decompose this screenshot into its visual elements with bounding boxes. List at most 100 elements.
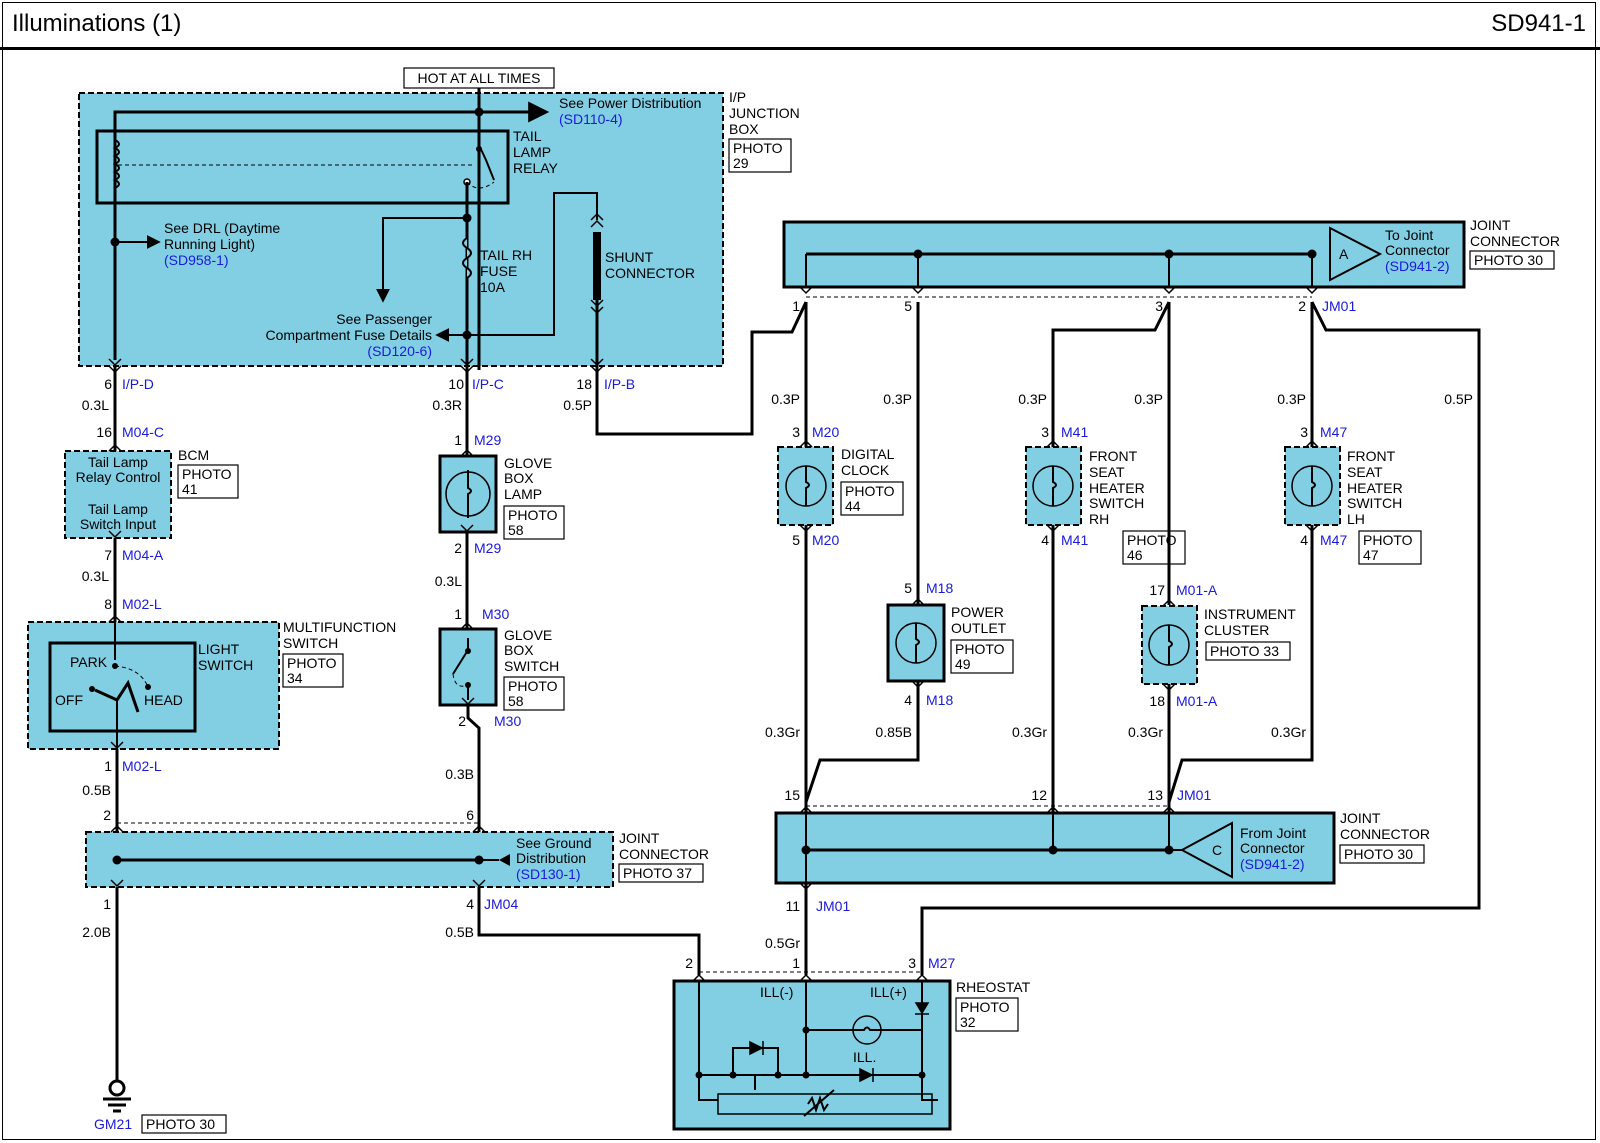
rh-wire-label: 0.3P <box>1018 391 1047 407</box>
outlet-pin-bot: 4 <box>904 692 912 708</box>
light-switch <box>48 641 197 733</box>
jbox-name-1: I/P <box>729 89 746 105</box>
joint-bottom-pin12: 12 <box>1031 787 1047 803</box>
joint-top-photo: PHOTO 30 <box>1474 252 1543 268</box>
joint-top-to-3: (SD941-2) <box>1385 258 1450 274</box>
switch-park-label: PARK <box>70 654 108 670</box>
ipc-pin: 10 <box>448 376 464 392</box>
lh-filament <box>1311 466 1316 506</box>
rheostat-node-1 <box>695 1071 703 1079</box>
joint-bottom-conn: JM01 <box>1177 787 1211 803</box>
bcm-text-2: Relay Control <box>76 469 161 485</box>
power-dist-junction <box>474 107 484 117</box>
rheostat-node-4 <box>802 1071 810 1079</box>
lh-name-3: HEATER <box>1347 480 1403 496</box>
drl-label-1: See DRL (Daytime <box>164 220 280 236</box>
rheostat-diode-3-icon <box>859 1067 874 1083</box>
fuse-name-1: TAIL RH <box>480 247 532 263</box>
rh-name-4: SWITCH <box>1089 495 1144 511</box>
rh-name-3: HEATER <box>1089 480 1145 496</box>
lh-conn-bot: M47 <box>1320 532 1347 548</box>
ic-name-2: CLUSTER <box>1204 622 1269 638</box>
ground-jc-photo: PHOTO 37 <box>623 865 692 881</box>
left-wire3-label: 0.5B <box>82 782 111 798</box>
ic-conn-bot: M01-A <box>1176 693 1218 709</box>
rheostat-ill: ILL. <box>853 1049 876 1065</box>
joint-top-tri-letter: A <box>1339 246 1349 262</box>
joint-bottom-from-3: (SD941-2) <box>1240 856 1305 872</box>
hot-at-all-times-label: HOT AT ALL TIMES <box>418 70 541 86</box>
rheostat-node-2 <box>729 1071 737 1079</box>
outlet-wire-bot-label: 0.85B <box>875 724 912 740</box>
tail-rh-fuse-icon <box>462 237 472 279</box>
clock-name-2: CLOCK <box>841 462 890 478</box>
m04c-pin: 16 <box>96 424 112 440</box>
ipb-wire <box>595 301 808 436</box>
rh-name-1: FRONT <box>1089 448 1138 464</box>
rh-photo-box <box>1122 530 1186 565</box>
lamp-name-3: LAMP <box>504 486 542 502</box>
switch-name-2: BOX <box>504 642 534 658</box>
ipb-wire-label: 0.5P <box>563 397 592 413</box>
rh-filament <box>1052 466 1057 506</box>
drl-label-2: Running Light) <box>164 236 255 252</box>
m02l-pin-top: 8 <box>104 596 112 612</box>
right-wire-label: 0.5P <box>1444 391 1473 407</box>
jm04-pin: 4 <box>466 896 474 912</box>
ground-joint-dot-left <box>112 855 122 865</box>
joint-bottom-name-2: CONNECTOR <box>1340 826 1430 842</box>
shunt-connector <box>593 232 601 300</box>
passenger-label-1: See Passenger <box>336 311 432 327</box>
rheostat-resistor-zigzag-icon <box>803 1089 835 1117</box>
switch-photo-2: 58 <box>508 693 524 709</box>
ic-photo: PHOTO 33 <box>1210 643 1279 659</box>
fuse-name-2: FUSE <box>480 263 517 279</box>
clock-conn-bot: M20 <box>812 532 839 548</box>
jm04-conn: JM04 <box>484 896 518 912</box>
joint-bottom-photo-box <box>1339 844 1425 864</box>
joint-top-to-2: Connector <box>1385 242 1450 258</box>
middle-wire3-label: 0.3B <box>445 766 474 782</box>
fuse-name-3: 10A <box>480 279 506 295</box>
ground-id: GM21 <box>94 1116 132 1132</box>
ic-pin-top: 17 <box>1149 582 1165 598</box>
page-title: Illuminations (1) <box>12 10 182 37</box>
joint-top-pin5: 5 <box>904 298 912 314</box>
joint-top-to-1: To Joint <box>1385 227 1433 243</box>
glove-box-switch-arc <box>452 673 469 687</box>
joint-top-dot-5 <box>913 249 923 259</box>
ipc-conn: I/P-C <box>472 376 504 392</box>
m29-conn-top: M29 <box>474 432 501 448</box>
jc-left-pin-bot: 1 <box>103 896 111 912</box>
outlet-pin-top: 5 <box>904 580 912 596</box>
rh-photo-2: 46 <box>1127 547 1143 563</box>
switch-photo-1: PHOTO <box>508 678 558 694</box>
middle-wire4-label: 0.5B <box>445 924 474 940</box>
lh-name-4: SWITCH <box>1347 495 1402 511</box>
ic-wire-bot-label: 0.3Gr <box>1128 724 1163 740</box>
mf-photo-1: PHOTO <box>287 655 337 671</box>
ic-name-1: INSTRUMENT <box>1204 606 1296 622</box>
clock-wire-label: 0.3P <box>771 391 800 407</box>
m04a-pin: 7 <box>104 547 112 563</box>
ipd-conn: I/P-D <box>122 376 154 392</box>
lh-wire-bot-label: 0.3Gr <box>1271 724 1306 740</box>
rheostat-pin2: 2 <box>685 955 693 971</box>
power-dist-wire <box>113 101 550 360</box>
switch-travel-arc <box>114 665 149 688</box>
jbox-name-3: BOX <box>729 121 759 137</box>
rheostat-pin3: 3 <box>908 955 916 971</box>
joint-top-name-2: CONNECTOR <box>1470 233 1560 249</box>
bcm-text-3: Tail Lamp <box>88 501 148 517</box>
lh-pin-bot: 4 <box>1300 532 1308 548</box>
lh-conn-top: M47 <box>1320 424 1347 440</box>
passenger-fuse-arrow-wire <box>376 217 467 303</box>
relay-coil-icon <box>112 139 120 189</box>
joint-bottom-from-2: Connector <box>1240 840 1305 856</box>
ipd-pin: 6 <box>104 376 112 392</box>
bcm-photo-1: PHOTO <box>182 466 232 482</box>
ground-see-3: (SD130-1) <box>516 866 581 882</box>
bcm-photo-2: 41 <box>182 481 198 497</box>
m02l-conn-bot: M02-L <box>122 758 162 774</box>
joint-top-conn: JM01 <box>1322 298 1356 314</box>
